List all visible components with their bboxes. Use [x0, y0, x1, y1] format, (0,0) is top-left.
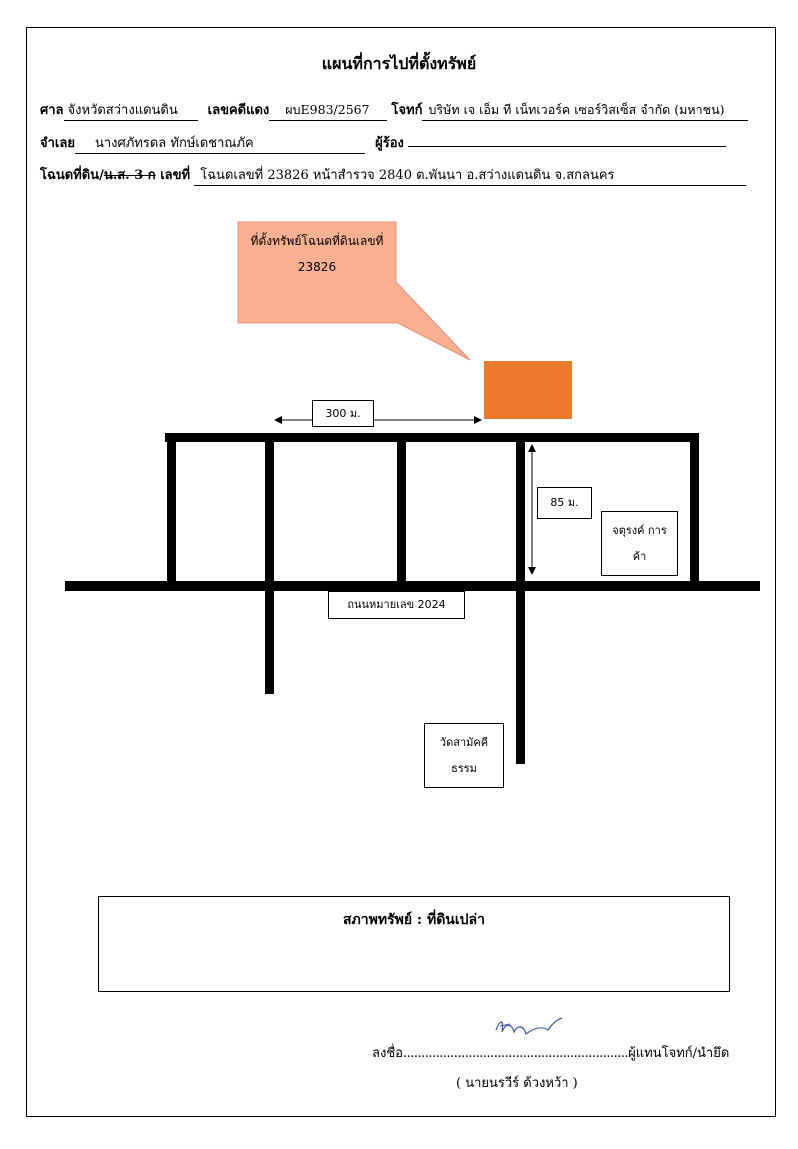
road-label: ถนนหมายเลข 2024: [328, 591, 465, 619]
court-label: ศาล: [40, 103, 64, 118]
sign-role: ผู้แทนโจทก์/นำยึด: [628, 1046, 730, 1061]
page-title: แผนที่การไปที่ตั้งทรัพย์: [321, 54, 477, 73]
deed-label-struck: น.ส. 3 ก: [103, 168, 156, 183]
arrow-head-right: [474, 416, 482, 424]
arrow-head-left: [274, 416, 282, 424]
sign-dots: ........................................…: [402, 1046, 629, 1061]
header-line-deed: โฉนดที่ดิน/น.ส. 3 ก เลขที่ โฉนดเลขที่ 23…: [40, 164, 747, 186]
header-line-court: ศาลจังหวัดสว่างแดนดิน เลขคดีแดงผบE983/25…: [40, 99, 749, 121]
callout-text: ที่ตั้งทรัพย์โฉนดที่ดินเลขที่ 23826: [250, 234, 384, 274]
road-connector-1: [167, 433, 176, 585]
distance-label-vertical: 85 ม.: [537, 487, 592, 519]
deed-label-prefix: โฉนดที่ดิน/: [40, 168, 104, 183]
defendant-label: จำเลย: [40, 136, 75, 151]
court-value: จังหวัดสว่างแดนดิน: [63, 99, 198, 121]
distance-label-horizontal: 300 ม.: [312, 400, 374, 427]
petitioner-label: ผู้ร้อง: [375, 136, 404, 151]
property-marker: [484, 361, 572, 419]
signer-name: ( นายนรวีร์ ด้วงหว้า ): [456, 1076, 578, 1091]
road-main: [65, 581, 760, 591]
header-line-defendant: จำเลยนางศภัทรดล ทักษ์เดชาณภัค ผู้ร้อง: [40, 132, 726, 154]
junction-label: จตุรงค์ การค้า: [601, 511, 678, 576]
page-frame: [26, 27, 776, 1117]
plaintiff-label: โจทก์: [391, 103, 423, 118]
arrow-head-up: [528, 444, 536, 452]
road-connector-4: [516, 433, 525, 764]
case-label: เลขคดีแดง: [207, 103, 270, 118]
sign-prefix: ลงชื่อ: [372, 1046, 403, 1061]
signature-mark: [495, 1017, 563, 1036]
defendant-value: นางศภัทรดล ทักษ์เดชาณภัค: [74, 132, 365, 154]
property-status-text: สภาพทรัพย์ : ที่ดินเปล่า: [343, 912, 485, 928]
arrow-head-down: [528, 567, 536, 575]
road-connector-2: [265, 433, 274, 694]
deed-value: โฉนดเลขที่ 23826 หน้าสำรวจ 2840 ต.พันนา …: [194, 164, 747, 186]
property-status-box: สภาพทรัพย์ : ที่ดินเปล่า: [98, 896, 730, 992]
signature-line: ลงชื่อ..................................…: [372, 1042, 729, 1063]
plaintiff-value: บริษัท เจ เอ็ม ที เน็ทเวอร์ค เซอร์วิสเซ็…: [422, 100, 749, 121]
road-connector-5: [690, 433, 699, 585]
petitioner-value: [407, 146, 726, 147]
case-value: ผบE983/2567: [269, 100, 388, 121]
road-connector-3: [397, 433, 406, 585]
callout-bubble: [237, 221, 471, 361]
road-upper: [165, 433, 698, 442]
deed-label-suffix: เลขที่: [155, 168, 191, 183]
temple-label: วัดสามัคคี ธรรม: [424, 723, 504, 788]
